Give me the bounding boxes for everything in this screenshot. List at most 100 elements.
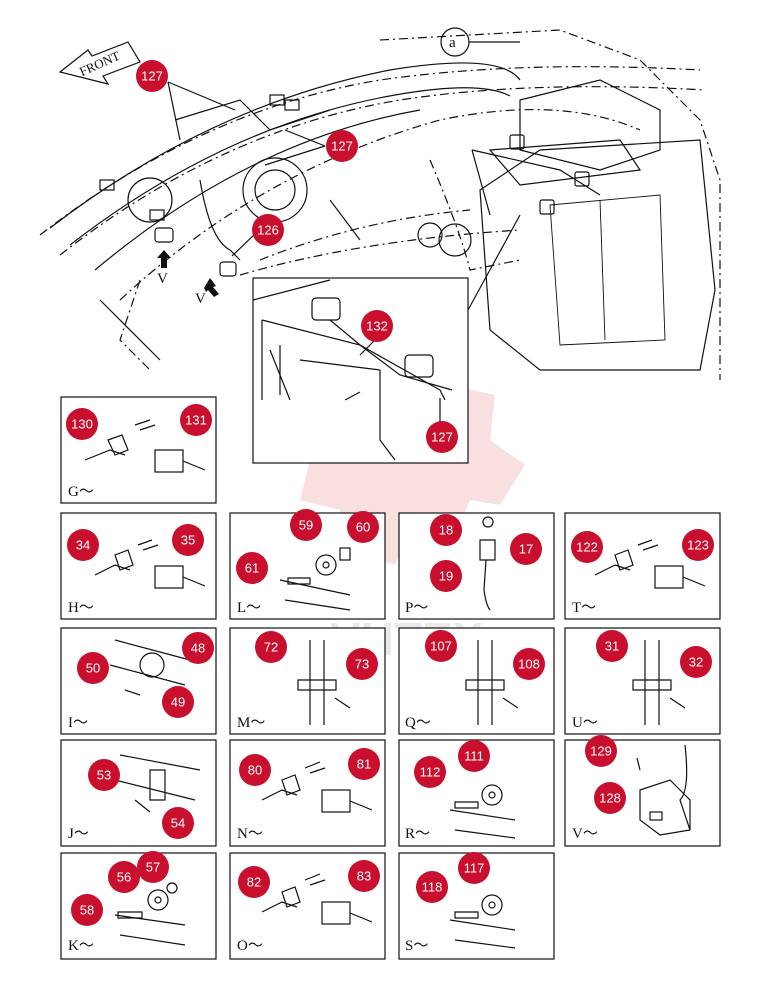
callout-123[interactable]: 123 <box>682 529 714 561</box>
svg-text:18: 18 <box>439 523 453 538</box>
svg-text:126: 126 <box>257 223 279 238</box>
panel-t: T～ <box>564 512 721 620</box>
callout-131[interactable]: 131 <box>180 404 212 436</box>
panel-s-label: S～ <box>405 938 428 954</box>
svg-text:49: 49 <box>171 695 185 710</box>
svg-text:50: 50 <box>86 661 100 676</box>
callout-107[interactable]: 107 <box>425 630 457 662</box>
svg-text:127: 127 <box>431 430 453 445</box>
callout-18[interactable]: 18 <box>430 514 462 546</box>
callout-32[interactable]: 32 <box>680 646 712 678</box>
svg-text:17: 17 <box>519 542 533 557</box>
callout-19[interactable]: 19 <box>430 560 462 592</box>
panel-i-label: I～ <box>68 715 88 731</box>
svg-text:80: 80 <box>248 763 262 778</box>
panel-n-label: N～ <box>237 826 263 842</box>
svg-text:112: 112 <box>420 765 441 780</box>
panel-t-label: T～ <box>572 600 596 616</box>
panel-q-label: Q～ <box>405 715 431 731</box>
svg-text:132: 132 <box>366 319 388 334</box>
callout-127-b[interactable]: 127 <box>326 130 358 162</box>
svg-text:117: 117 <box>464 861 485 876</box>
svg-text:32: 32 <box>689 655 703 670</box>
callout-31[interactable]: 31 <box>596 630 628 662</box>
callout-59[interactable]: 59 <box>290 509 322 541</box>
svg-text:83: 83 <box>357 869 371 884</box>
svg-text:35: 35 <box>181 533 195 548</box>
callout-61[interactable]: 61 <box>236 552 268 584</box>
callout-122[interactable]: 122 <box>571 531 603 563</box>
callout-128[interactable]: 128 <box>594 782 626 814</box>
callout-17[interactable]: 17 <box>510 533 542 565</box>
callout-129[interactable]: 129 <box>585 735 617 767</box>
view-marker-v2: V <box>195 291 206 307</box>
svg-text:61: 61 <box>245 561 259 576</box>
svg-text:57: 57 <box>146 860 160 875</box>
callout-118[interactable]: 118 <box>416 871 448 903</box>
callout-73[interactable]: 73 <box>346 648 378 680</box>
callout-72[interactable]: 72 <box>255 631 287 663</box>
callout-111[interactable]: 111 <box>458 740 490 772</box>
svg-text:60: 60 <box>356 520 370 535</box>
callout-83[interactable]: 83 <box>348 860 380 892</box>
callout-54[interactable]: 54 <box>162 807 194 839</box>
svg-text:53: 53 <box>97 768 111 783</box>
arrow-up-icon <box>157 250 171 268</box>
panel-u-label: U～ <box>572 715 598 731</box>
svg-text:34: 34 <box>76 538 90 553</box>
svg-text:122: 122 <box>576 540 598 555</box>
callout-117[interactable]: 117 <box>458 852 490 884</box>
callout-127-c[interactable]: 127 <box>426 421 458 453</box>
svg-text:131: 131 <box>185 413 207 428</box>
svg-text:59: 59 <box>299 518 313 533</box>
svg-text:31: 31 <box>605 639 619 654</box>
callout-49[interactable]: 49 <box>162 686 194 718</box>
svg-text:81: 81 <box>357 757 371 772</box>
panel-v-label: V～ <box>572 826 598 842</box>
panel-r-label: R～ <box>405 826 430 842</box>
callout-60[interactable]: 60 <box>347 511 379 543</box>
svg-text:130: 130 <box>71 417 93 432</box>
svg-text:58: 58 <box>80 903 94 918</box>
callout-82[interactable]: 82 <box>238 866 270 898</box>
callout-130[interactable]: 130 <box>66 408 98 440</box>
arrow-diag-icon <box>204 278 219 297</box>
main-assembly: FRONT a <box>39 27 721 380</box>
panel-l-label: L～ <box>237 600 261 616</box>
callout-50[interactable]: 50 <box>77 652 109 684</box>
callout-57[interactable]: 57 <box>137 851 169 883</box>
panel-h-label: H～ <box>68 600 94 616</box>
svg-text:19: 19 <box>439 569 453 584</box>
callout-108[interactable]: 108 <box>513 648 545 680</box>
svg-text:54: 54 <box>171 816 185 831</box>
callout-56[interactable]: 56 <box>108 861 140 893</box>
callout-81[interactable]: 81 <box>348 748 380 780</box>
svg-text:72: 72 <box>264 640 278 655</box>
callout-53[interactable]: 53 <box>88 759 120 791</box>
callout-112[interactable]: 112 <box>414 756 446 788</box>
callout-35[interactable]: 35 <box>172 524 204 556</box>
callout-58[interactable]: 58 <box>71 894 103 926</box>
svg-text:127: 127 <box>331 139 353 154</box>
svg-text:107: 107 <box>430 639 452 654</box>
callout-48[interactable]: 48 <box>182 632 214 664</box>
svg-text:73: 73 <box>355 657 369 672</box>
front-arrow-icon: FRONT <box>58 41 141 85</box>
callout-132[interactable]: 132 <box>361 310 393 342</box>
panel-o-label: O～ <box>237 938 263 954</box>
panel-p-label: P～ <box>405 600 428 616</box>
callout-126[interactable]: 126 <box>252 214 284 246</box>
svg-text:118: 118 <box>422 880 443 895</box>
svg-text:111: 111 <box>464 749 484 764</box>
svg-text:82: 82 <box>247 875 261 890</box>
svg-text:128: 128 <box>599 791 621 806</box>
view-marker-v: V <box>157 271 168 287</box>
panel-u: U～ <box>564 627 721 735</box>
callout-127-a[interactable]: 127 <box>136 60 168 92</box>
panel-k-label: K～ <box>68 938 94 954</box>
callout-80[interactable]: 80 <box>239 754 271 786</box>
callout-34[interactable]: 34 <box>67 529 99 561</box>
svg-text:123: 123 <box>687 538 709 553</box>
panel-g-label: G～ <box>68 484 94 500</box>
svg-text:108: 108 <box>518 657 540 672</box>
